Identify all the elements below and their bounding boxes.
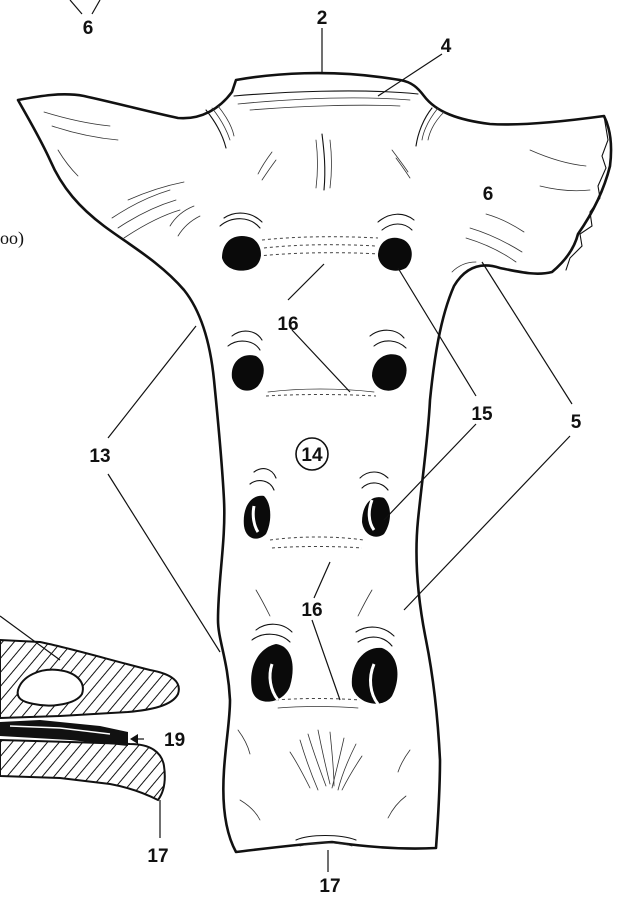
label-6-wing: 6 (483, 184, 494, 205)
label-15: 15 (471, 404, 493, 425)
label-17-left: 17 (147, 846, 168, 867)
label-5: 5 (571, 412, 582, 433)
lateral-view-fragment (0, 616, 179, 838)
label-13: 13 (89, 446, 110, 467)
label-14: 14 (301, 445, 323, 466)
label-19: 19 (164, 730, 185, 751)
label-2: 2 (317, 8, 328, 29)
label-fragment: oo) (0, 228, 24, 249)
label-16-lower: 16 (301, 600, 322, 621)
label-4: 4 (441, 36, 452, 57)
foramen-right-1 (378, 238, 412, 271)
label-16-upper: 16 (277, 314, 298, 335)
label-17-right: 17 (319, 876, 340, 897)
label-6-top: 6 (83, 18, 94, 39)
